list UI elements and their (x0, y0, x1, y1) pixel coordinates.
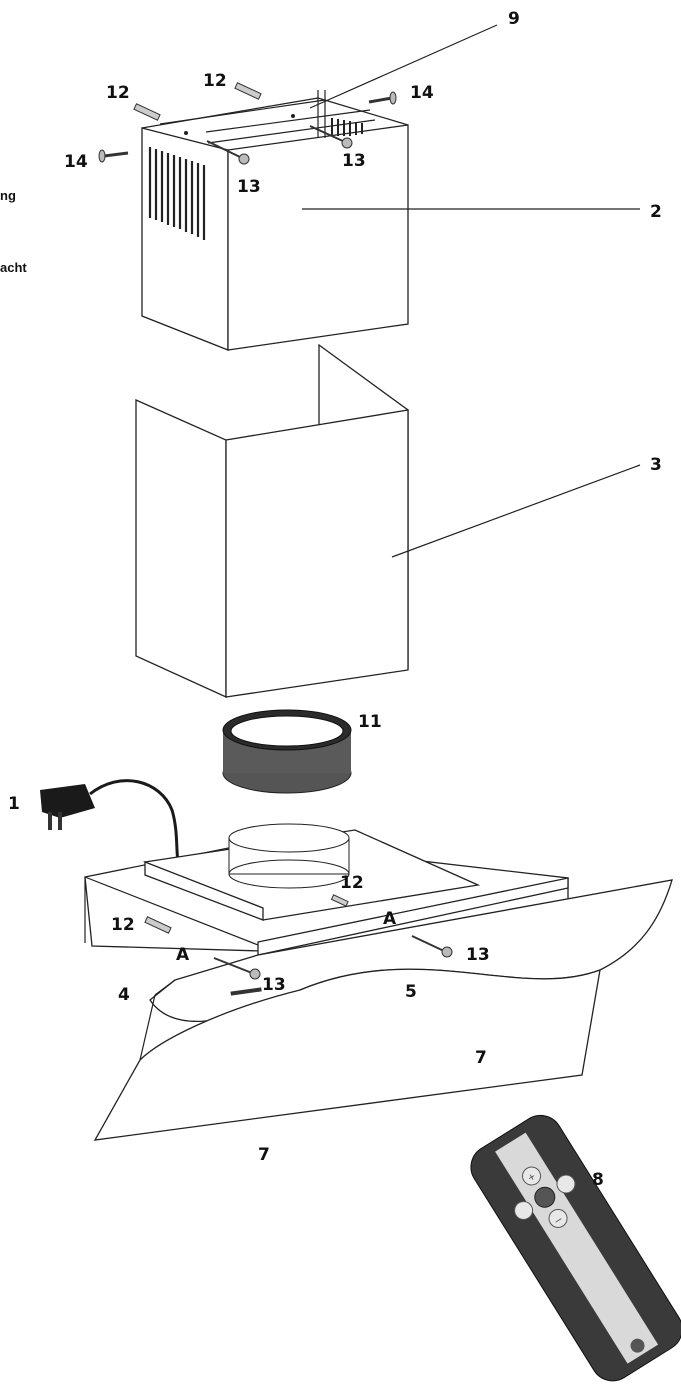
label-7-lower: 7 (258, 1145, 270, 1165)
label-8: 8 (592, 1170, 604, 1190)
reduction-ring (222, 709, 352, 794)
label-9: 9 (508, 9, 520, 29)
label-14-left: 14 (64, 152, 88, 172)
upper-chimney (141, 90, 409, 351)
screws (98, 82, 453, 996)
label-12-hood-left: 12 (111, 915, 135, 935)
label-7-upper: 7 (475, 1048, 487, 1068)
label-4: 4 (118, 985, 130, 1005)
label-13-top-left: 13 (237, 177, 261, 197)
cut-text-2: acht (0, 260, 27, 275)
part-labels: 9 2 3 11 1 4 5 7 7 8 12 12 12 12 13 13 1… (8, 9, 662, 1190)
glass-panel-lower (93, 968, 601, 1141)
label-13-top-right: 13 (342, 151, 366, 171)
label-3: 3 (650, 455, 662, 475)
power-plug-icon (40, 779, 180, 863)
remote-control: + – (470, 1114, 681, 1382)
label-12-hood-center: 12 (340, 873, 364, 893)
cut-text-1: ng (0, 188, 16, 203)
label-14-right: 14 (410, 83, 434, 103)
label-13-hood-left: 13 (262, 975, 286, 995)
leader-lines (302, 24, 641, 558)
label-12-top-left: 12 (106, 83, 130, 103)
label-a-left: A (176, 945, 190, 965)
label-11: 11 (358, 712, 382, 732)
label-13-hood-right: 13 (466, 945, 490, 965)
lower-chimney (135, 343, 409, 699)
label-a-center: A (383, 909, 397, 929)
label-2: 2 (650, 202, 662, 222)
label-12-top: 12 (203, 71, 227, 91)
label-1: 1 (8, 794, 20, 814)
label-5: 5 (405, 982, 417, 1002)
